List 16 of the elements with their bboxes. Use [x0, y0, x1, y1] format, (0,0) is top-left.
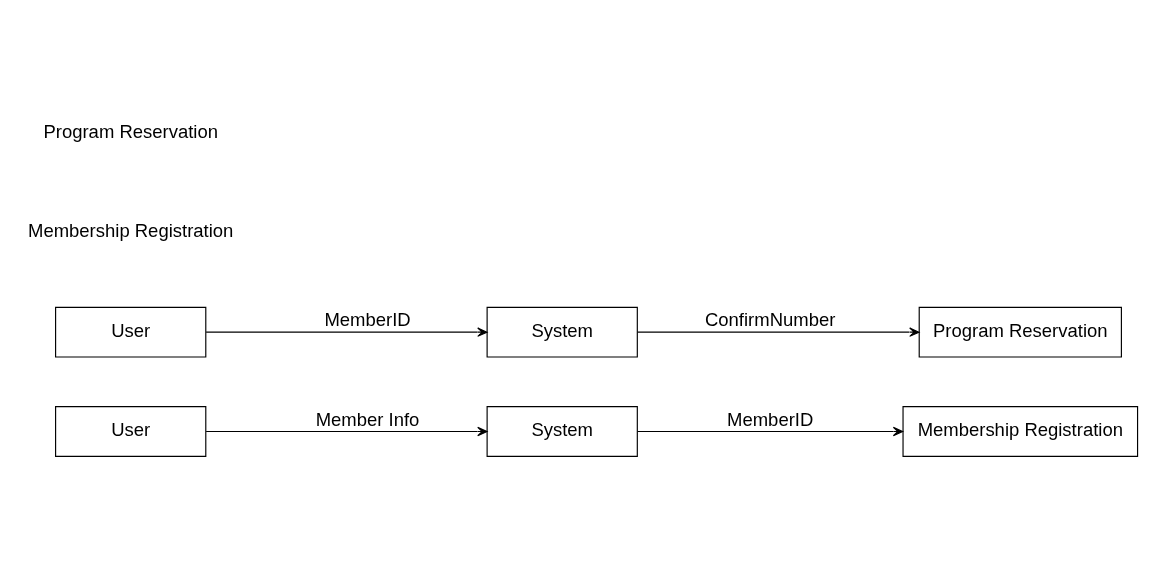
label: Program Reservation: [43, 120, 218, 142]
node-box: User: [55, 306, 207, 358]
arrow: [205, 426, 488, 437]
edge-label: Member Info: [315, 408, 420, 430]
edge-label: ConfirmNumber: [705, 309, 836, 331]
node-box: Program Reservation: [918, 306, 1122, 358]
edge-label: MemberID: [324, 309, 411, 331]
edge-label: MemberID: [727, 408, 814, 430]
node-box: System: [486, 306, 638, 358]
arrow: [637, 426, 904, 437]
node-box: User: [55, 406, 207, 457]
label: Membership Registration: [28, 220, 234, 242]
arrow: [637, 327, 920, 337]
arrow: [205, 327, 488, 337]
node-box: System: [486, 406, 638, 457]
node-box: Membership Registration: [902, 406, 1139, 457]
